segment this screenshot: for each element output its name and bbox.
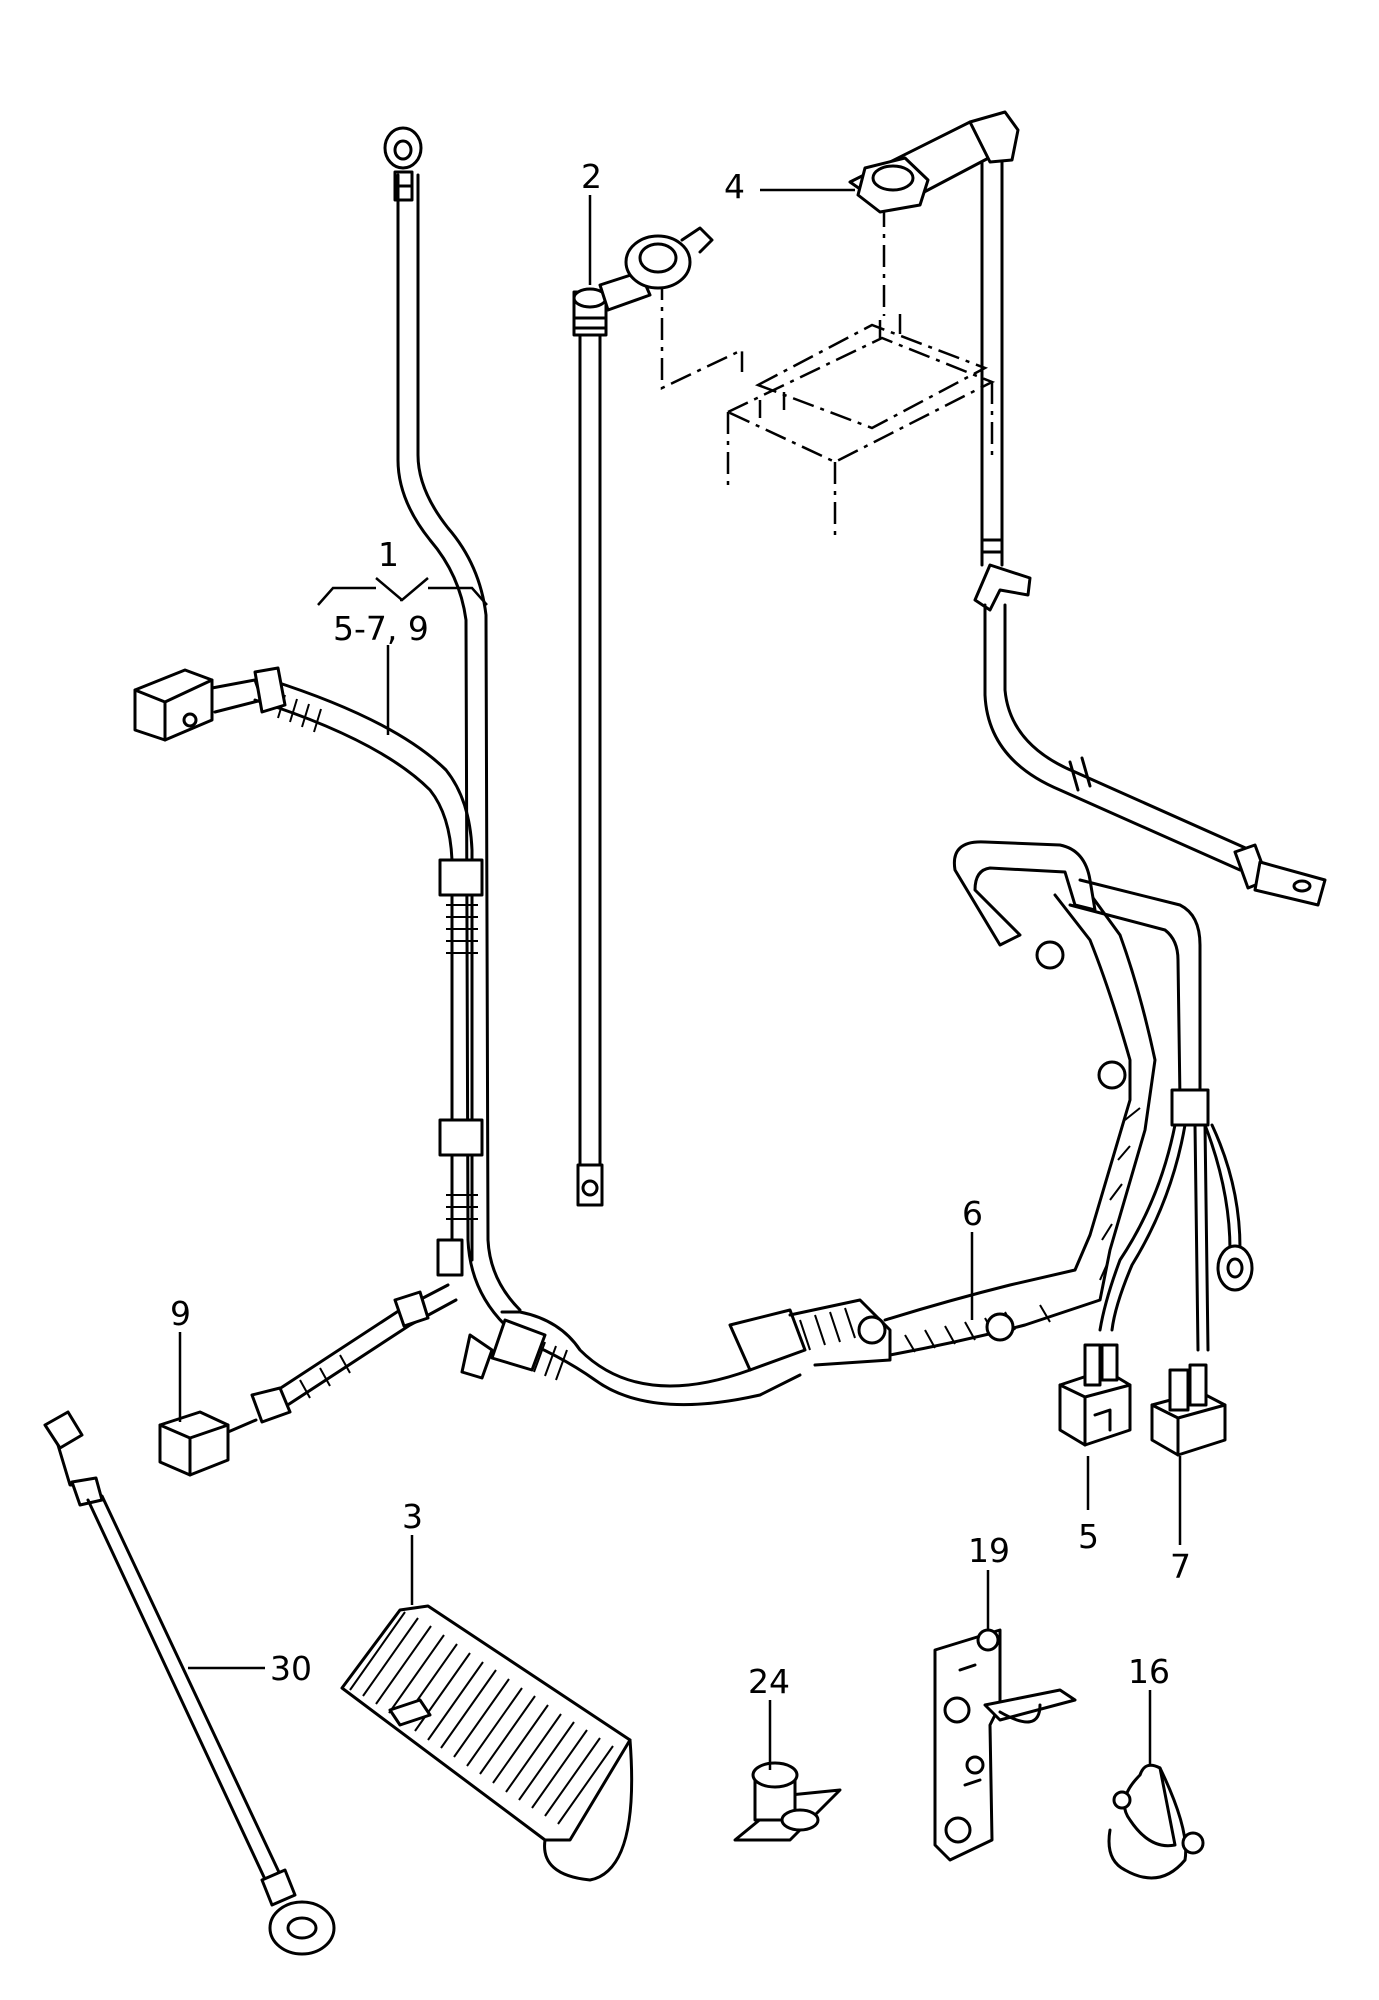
callout-4: 4: [724, 167, 745, 206]
callout-24: 24: [748, 1662, 790, 1701]
callout-2: 2: [581, 157, 602, 196]
callout-9: 9: [170, 1294, 191, 1333]
leader-lines: [178, 188, 1182, 1770]
battery-negative-strap[interactable]: [848, 110, 1327, 907]
connector-part7[interactable]: [1150, 1363, 1227, 1457]
callout-19: 19: [968, 1531, 1010, 1570]
battery-outline: [660, 205, 996, 540]
callout-1: 1: [378, 535, 399, 574]
battery-positive-cable[interactable]: [572, 226, 714, 1207]
bracket[interactable]: [933, 1628, 1077, 1862]
protective-cover-mat[interactable]: [340, 1604, 634, 1882]
main-wiring-harness[interactable]: [253, 126, 1254, 1407]
callout-1-subparts: 5-7, 9: [333, 609, 429, 648]
fastening-clip[interactable]: [733, 1761, 842, 1842]
harness-connector-part9[interactable]: [158, 1283, 458, 1477]
callout-16: 16: [1128, 1652, 1170, 1691]
callout-5: 5: [1078, 1517, 1099, 1556]
callout-3: 3: [402, 1497, 423, 1536]
ground-strap[interactable]: [43, 1410, 336, 1956]
cable-clamp[interactable]: [1107, 1763, 1205, 1880]
callout-30: 30: [270, 1649, 312, 1688]
callout-7: 7: [1170, 1547, 1191, 1586]
harness-connector-upper[interactable]: [133, 666, 287, 742]
callout-6: 6: [962, 1194, 983, 1233]
connector-part5[interactable]: [1058, 1343, 1132, 1447]
